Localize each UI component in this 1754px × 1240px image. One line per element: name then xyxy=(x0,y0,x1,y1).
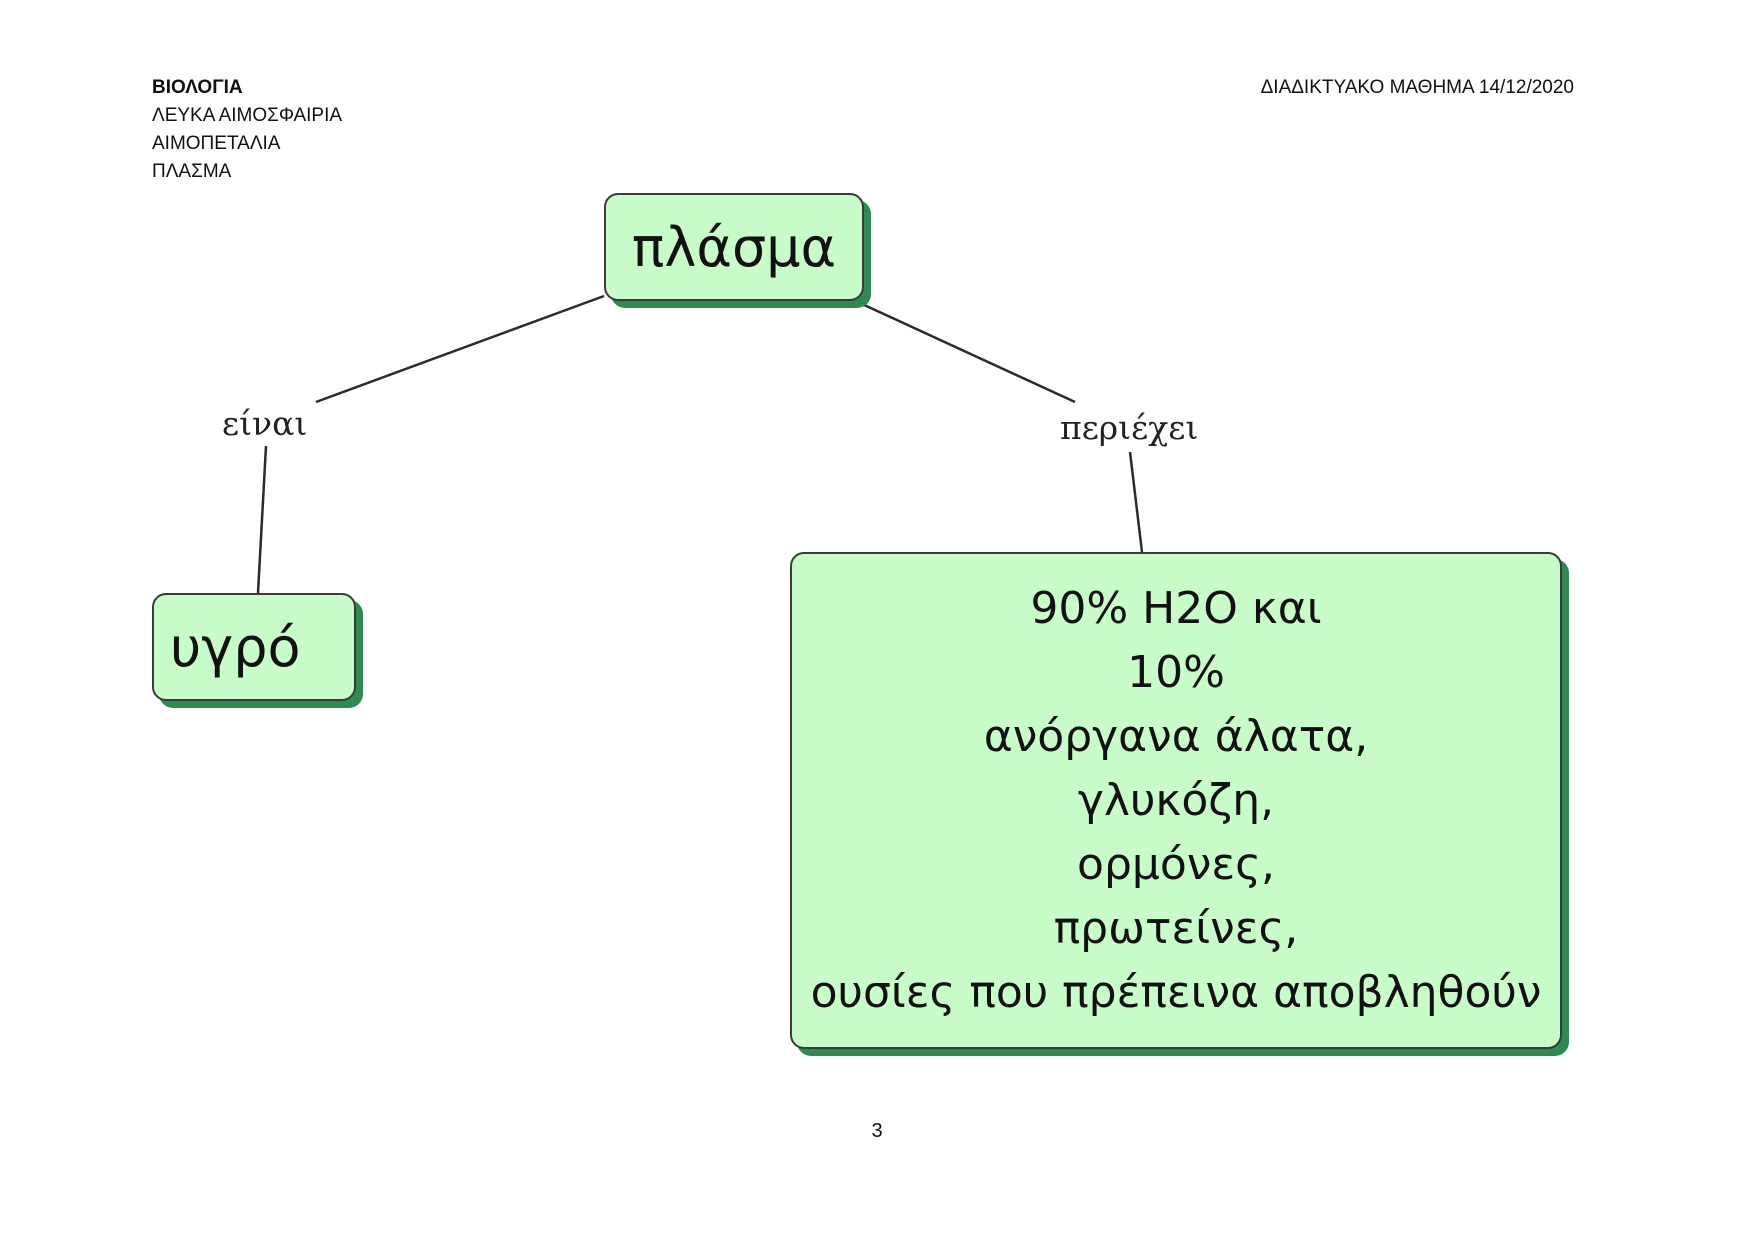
page-number: 3 xyxy=(871,1120,883,1142)
component-line: 90% H2O και xyxy=(1030,582,1322,634)
component-line: γλυκόζη, xyxy=(1077,774,1275,826)
concept-node-liquid: υγρό xyxy=(152,593,356,701)
link-label-is: είναι xyxy=(222,404,308,443)
component-line: 10% xyxy=(1127,646,1225,698)
link-label-contains: περιέχει xyxy=(1060,408,1199,447)
header-left: ΒΙΟΛΟΓΙΑ ΛΕΥΚΑ ΑΙΜΟΣΦΑΙΡΙΑ ΑΙΜΟΠΕΤΑΛΙΑ Π… xyxy=(152,74,342,186)
connector-left-label-to-node xyxy=(256,445,268,594)
lesson-header: ΔΙΑΔΙΚΤΥΑΚΟ ΜΑΘΗΜΑ 14/12/2020 xyxy=(1260,77,1574,98)
topic-line: ΑΙΜΟΠΕΤΑΛΙΑ xyxy=(152,133,281,154)
component-line: ουσίες που πρέπεινα αποβληθούν xyxy=(810,966,1542,1018)
connector-root-to-left-label xyxy=(315,294,605,404)
topic-line: ΛΕΥΚΑ ΑΙΜΟΣΦΑΙΡΙΑ xyxy=(152,105,343,126)
topic-line: ΠΛΑΣΜΑ xyxy=(152,161,232,182)
component-line: ανόργανα άλατα, xyxy=(983,710,1369,762)
concept-node-components: 90% H2O και 10% ανόργανα άλατα, γλυκόζη,… xyxy=(790,552,1562,1049)
connector-right-label-to-node xyxy=(1128,451,1144,553)
concept-node-plasma: πλάσμα xyxy=(604,193,864,301)
component-line: ορμόνες, xyxy=(1077,838,1275,890)
connector-root-to-right-label xyxy=(861,302,1076,404)
subject-title: ΒΙΟΛΟΓΙΑ xyxy=(152,77,243,98)
component-line: πρωτείνες, xyxy=(1053,902,1299,954)
